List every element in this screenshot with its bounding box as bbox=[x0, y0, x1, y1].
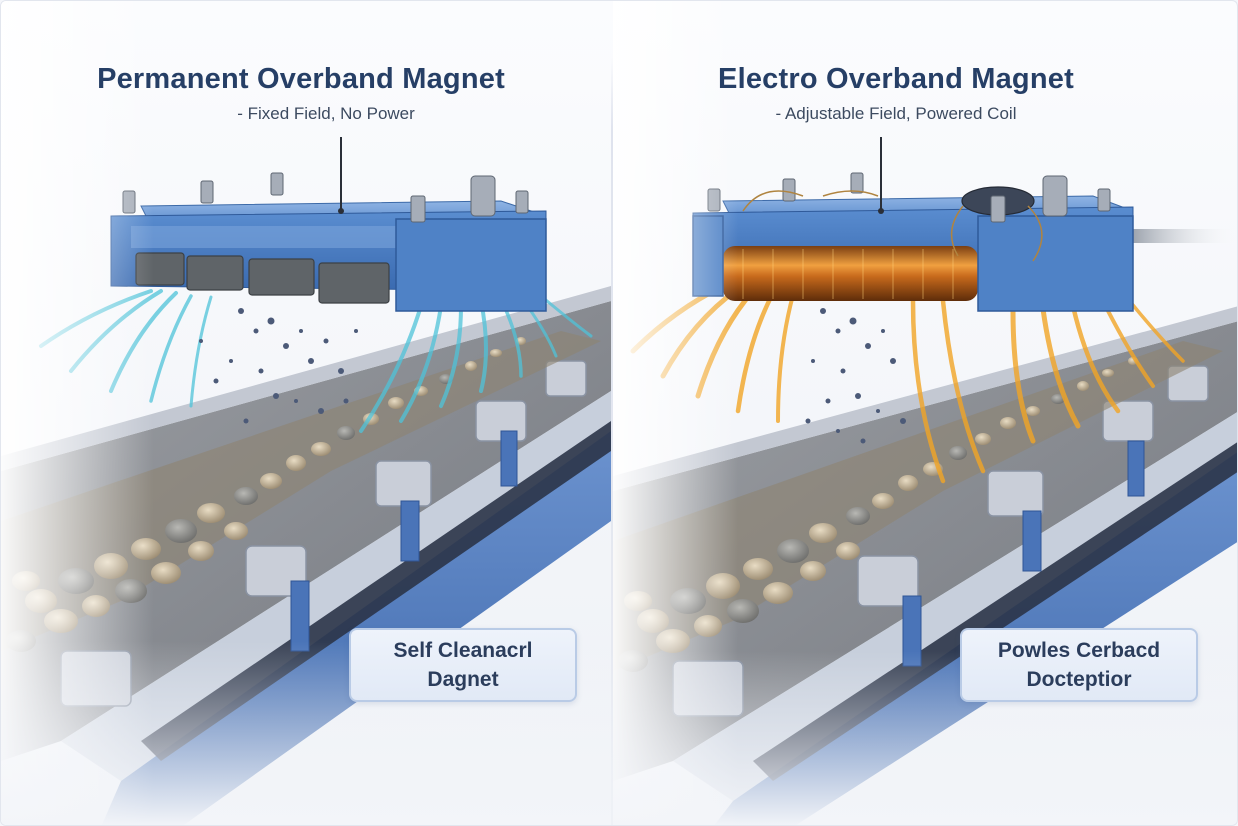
panel-subtitle: - Adjustable Field, Powered Coil bbox=[775, 104, 1017, 123]
label-line-2: Docteptior bbox=[1026, 668, 1132, 691]
panel-title: Electro Overband Magnet bbox=[718, 63, 1074, 95]
permanent-magnet-illustration bbox=[1, 1, 611, 825]
callout-leader-line bbox=[878, 137, 884, 214]
permanent-magnet-panel: Permanent Overband Magnet - Fixed Field,… bbox=[1, 1, 611, 825]
panel-subtitle: - Fixed Field, No Power bbox=[237, 104, 415, 123]
feature-label-box: Self Cleanacrl Dagnet bbox=[349, 628, 577, 702]
label-line-1: Self Cleanacrl bbox=[393, 639, 533, 662]
feature-label-box: Powles Cerbacd Docteptior bbox=[960, 628, 1198, 702]
electro-magnet-panel: Electro Overband Magnet - Adjustable Fie… bbox=[613, 1, 1237, 825]
label-line-1: Powles Cerbacd bbox=[997, 639, 1161, 662]
panel-title: Permanent Overband Magnet bbox=[97, 63, 505, 95]
label-line-2: Dagnet bbox=[427, 668, 499, 691]
electro-magnet-illustration bbox=[613, 1, 1237, 825]
callout-leader-line bbox=[338, 137, 344, 214]
panel-divider bbox=[611, 57, 613, 797]
